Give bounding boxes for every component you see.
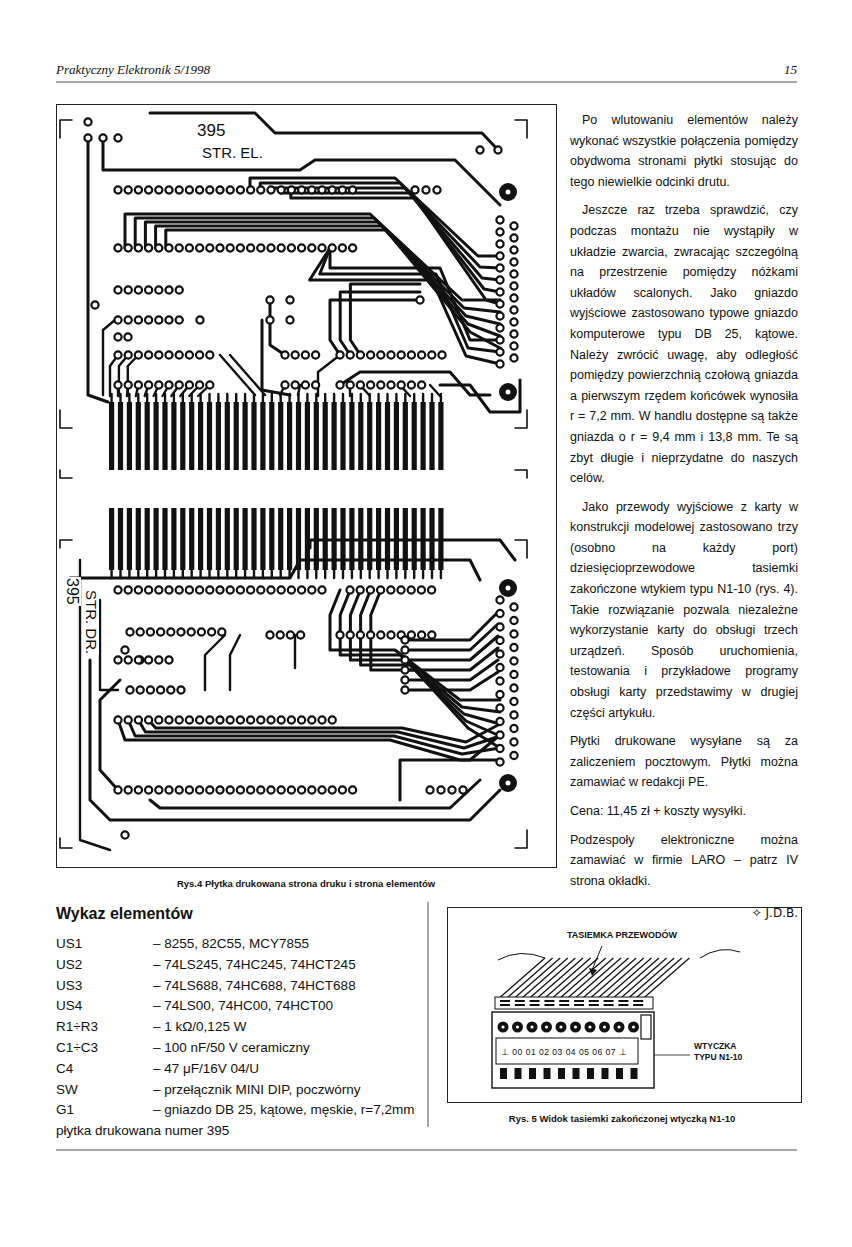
text-column: Po wlutowaniu elementów należy wykonać w… xyxy=(570,110,798,932)
part-designator: C4 xyxy=(56,1059,153,1080)
body-paragraph: Podzespoły elektroniczne można zamawiać … xyxy=(570,830,798,892)
section-heading: Wykaz elementów xyxy=(56,905,193,923)
part-designator: G1 xyxy=(56,1100,153,1121)
body-paragraph: Płytki drukowane wysyłane są za zaliczen… xyxy=(570,731,798,793)
pin-names: ⊥ 00 01 02 03 04 05 06 07 ⊥ xyxy=(501,1048,627,1057)
column-divider xyxy=(428,902,429,1127)
board-side-label: STR. EL. xyxy=(200,145,265,162)
part-value: – 74LS245, 74HC245, 74HCT245 xyxy=(153,955,424,976)
figure-caption: Rys. 5 Widok tasiemki zakończonej wtyczk… xyxy=(447,1113,797,1124)
pcb-figure-frame: 395STR. EL.395STR. DR. xyxy=(56,104,557,868)
part-value: – 74LS688, 74HC688, 74HCT688 xyxy=(153,976,424,997)
part-designator: US2 xyxy=(56,955,153,976)
body-paragraph: Po wlutowaniu elementów należy wykonać w… xyxy=(570,110,798,192)
part-value: – 100 nF/50 V ceramiczny xyxy=(153,1038,424,1059)
connector-figure-frame: TASIEMKA PRZEWODÓW WTYCZKA TYPU N1-10 ⊥ 00… xyxy=(447,907,802,1103)
part-designator: US1 xyxy=(56,934,153,955)
footer-rule xyxy=(56,1150,797,1151)
page-number: 15 xyxy=(784,62,797,78)
board-number: 395 xyxy=(195,122,227,141)
part-designator: US3 xyxy=(56,976,153,997)
part-value: – 1 kΩ/0,125 W xyxy=(153,1017,424,1038)
header-rule xyxy=(56,82,797,83)
part-value: – 47 μF/16V 04/U xyxy=(153,1059,424,1080)
part-value: – gniazdo DB 25, kątowe, męskie, r=7,2mm xyxy=(153,1100,424,1121)
body-paragraph: Jako przewody wyjściowe z karty w konstr… xyxy=(570,497,798,724)
connector-artwork xyxy=(492,946,740,1088)
part-designator: US4 xyxy=(56,996,153,1017)
callout-label: TASIEMKA PRZEWODÓW xyxy=(448,931,796,941)
body-paragraph: Jeszcze raz trzeba sprawdzić, czy podcza… xyxy=(570,200,798,488)
body-paragraph: Cena: 11,45 zł + koszty wysyłki. xyxy=(570,801,798,822)
running-header: Praktyczny Elektronik 5/1998 xyxy=(56,62,210,78)
part-value: – przełącznik MINI DIP, poczwórny xyxy=(153,1080,424,1101)
part-value: – 74LS00, 74HC00, 74HCT00 xyxy=(153,996,424,1017)
board-number: 395 xyxy=(63,577,81,606)
board-side-label: STR. DR. xyxy=(83,589,100,655)
parts-list: US1– 8255, 82C55, MCY7855US2– 74LS245, 7… xyxy=(56,934,424,1142)
part-designator: SW xyxy=(56,1080,153,1101)
callout-label: WTYCZKA TYPU N1-10 xyxy=(694,1041,758,1063)
figure-caption: Rys.4 Płytka drukowana strona druku i st… xyxy=(56,878,556,889)
part-designator: R1÷R3 xyxy=(56,1017,153,1038)
parts-note: płytka drukowana numer 395 xyxy=(56,1121,424,1142)
part-designator: C1÷C3 xyxy=(56,1038,153,1059)
part-value: – 8255, 82C55, MCY7855 xyxy=(153,934,424,955)
pcb-artwork xyxy=(60,113,527,850)
